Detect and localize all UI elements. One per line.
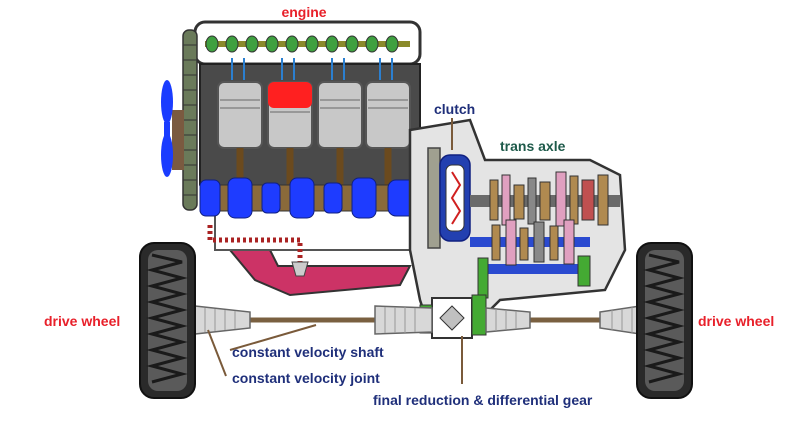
label-cv-shaft: constant velocity shaft [232, 344, 384, 360]
piston-4 [365, 81, 411, 149]
output-shaft [480, 264, 590, 274]
drive-shafts [194, 305, 641, 335]
cooling-fan-icon [161, 80, 173, 177]
gear-set [477, 171, 609, 299]
leader-lines [207, 118, 463, 384]
piston-3 [317, 81, 363, 149]
piston-1 [217, 81, 263, 149]
cam-lobes [205, 35, 399, 53]
label-drive-wheel-left: drive wheel [44, 313, 120, 329]
counter-shaft [470, 237, 590, 247]
transaxle [408, 118, 627, 339]
label-clutch: clutch [434, 101, 475, 117]
wheel-left-icon [139, 242, 196, 399]
valves [231, 58, 393, 80]
label-engine: engine [281, 4, 326, 20]
flywheel [427, 147, 441, 249]
cv-joint-left-inner [374, 305, 433, 335]
ring-gear [471, 294, 487, 336]
cv-joint-left-outer [194, 305, 251, 335]
cv-joint-right-outer [599, 305, 641, 335]
engine [193, 20, 422, 297]
oil-line [207, 225, 303, 262]
pressure-plate [445, 164, 465, 232]
wheel-right-icon [636, 242, 693, 399]
label-trans-axle: trans axle [500, 138, 566, 154]
timing-gear [172, 29, 198, 211]
label-drive-wheel-right: drive wheel [698, 313, 774, 329]
clutch-spring [450, 171, 462, 225]
oil-pan [227, 249, 412, 297]
differential-gear [439, 305, 465, 331]
label-cv-joint: constant velocity joint [232, 370, 380, 386]
combustion-flame [268, 82, 312, 108]
oil-strainer [291, 261, 309, 277]
label-final-reduction: final reduction & differential gear [373, 392, 593, 408]
leader-cv-joint [207, 329, 227, 377]
leader-cv-shaft [229, 324, 317, 351]
pulley [172, 110, 184, 170]
cv-joint-right-inner [485, 307, 531, 333]
